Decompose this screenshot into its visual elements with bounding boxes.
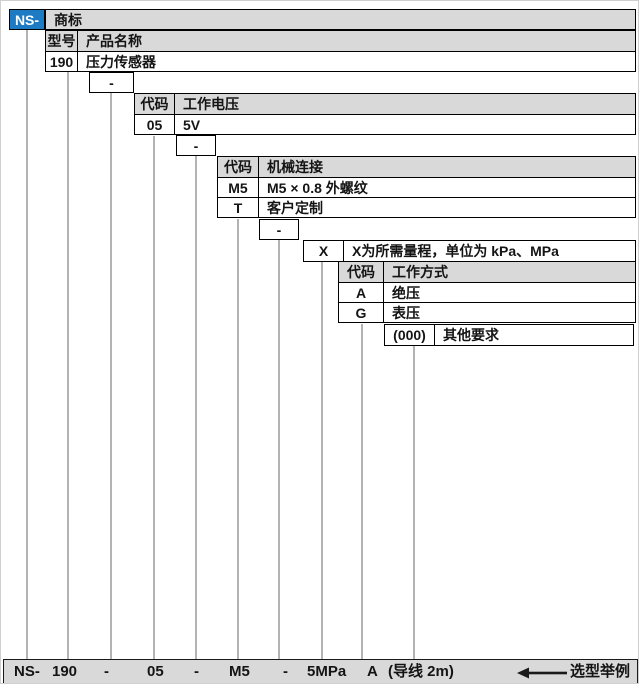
- connector-line-range: [321, 261, 323, 659]
- model-desc-header: 产品名称: [86, 33, 142, 49]
- mechanical-desc-header: 机械连接: [267, 159, 323, 175]
- model-code: 190: [46, 52, 78, 71]
- example-token: 5MPa: [307, 663, 347, 680]
- range-code: X: [304, 241, 344, 261]
- example-token: M5: [229, 663, 250, 680]
- voltage-table: 代码 工作电压 05 5V: [134, 93, 636, 135]
- connector-line-voltage: [153, 136, 155, 659]
- mechanical-header-row: 代码 机械连接: [218, 157, 635, 177]
- model-desc: 压力传感器: [86, 53, 156, 70]
- other-code: (000): [385, 325, 435, 345]
- mode-desc-header: 工作方式: [392, 264, 448, 280]
- mode-header-row: 代码 工作方式: [339, 262, 635, 282]
- other-desc: 其他要求: [443, 327, 499, 343]
- mechanical-row: M5 M5 × 0.8 外螺纹: [218, 177, 635, 197]
- mode-row: G 表压: [339, 302, 635, 322]
- connector-line-model: [67, 72, 69, 659]
- separator-label: -: [109, 74, 114, 91]
- voltage-row: 05 5V: [135, 114, 635, 134]
- mechanical-table: 代码 机械连接 M5 M5 × 0.8 外螺纹 T 客户定制: [217, 156, 636, 218]
- connector-line-separator-1: [110, 93, 112, 659]
- range-table: X X为所需量程，单位为 kPa、MPa: [303, 240, 636, 262]
- model-row: 190 压力传感器: [46, 51, 635, 71]
- brand-header-cell: 商标: [45, 9, 636, 30]
- separator-box-3: -: [259, 219, 299, 240]
- connector-line-separator-3: [278, 240, 280, 659]
- prefix-code-cell: NS-: [9, 9, 45, 30]
- mechanical-desc: M5 × 0.8 外螺纹: [267, 179, 368, 196]
- prefix-label: NS-: [14, 11, 40, 28]
- voltage-code: 05: [135, 115, 175, 134]
- mode-code: G: [339, 303, 384, 322]
- voltage-header-row: 代码 工作电压: [135, 94, 635, 114]
- mode-desc: 绝压: [392, 284, 420, 301]
- mechanical-code-header: 代码: [218, 157, 259, 177]
- example-token: -: [283, 663, 288, 680]
- other-row: (000) 其他要求: [385, 325, 633, 345]
- connector-line-mechanical: [237, 219, 239, 659]
- example-token: 05: [147, 663, 164, 680]
- connector-line-other: [413, 345, 415, 659]
- voltage-code-header: 代码: [135, 94, 175, 114]
- separator-label: -: [193, 137, 199, 154]
- range-desc: X为所需量程，单位为 kPa、MPa: [352, 243, 559, 259]
- model-header-row: 型号 产品名称: [46, 31, 635, 51]
- mode-table: 代码 工作方式 A 绝压 G 表压: [338, 261, 636, 323]
- example-token: A: [367, 663, 378, 680]
- example-token: -: [104, 663, 109, 680]
- connector-line-mode: [361, 324, 363, 659]
- mechanical-row: T 客户定制: [218, 197, 635, 217]
- brand-title: 商标: [54, 11, 82, 28]
- mechanical-code: T: [218, 198, 259, 217]
- voltage-desc-header: 工作电压: [183, 96, 239, 112]
- other-table: (000) 其他要求: [384, 324, 634, 346]
- mechanical-desc: 客户定制: [267, 199, 323, 216]
- model-code-header: 型号: [46, 31, 78, 51]
- example-bar: NS- 190 - 05 - M5 - 5MPa A (导线 2m) 选型举例: [3, 659, 638, 683]
- range-row: X X为所需量程，单位为 kPa、MPa: [304, 241, 635, 261]
- separator-label: -: [276, 221, 282, 238]
- connector-line-prefix: [26, 30, 28, 659]
- example-token: NS-: [14, 663, 40, 680]
- voltage-desc: 5V: [183, 116, 201, 133]
- example-token: (导线 2m): [388, 663, 454, 680]
- separator-box-1: -: [89, 72, 134, 93]
- mode-code-header: 代码: [339, 262, 384, 282]
- mechanical-code: M5: [218, 178, 259, 197]
- example-token: 190: [52, 663, 78, 680]
- model-table: 型号 产品名称 190 压力传感器: [45, 30, 636, 72]
- connector-line-separator-2: [195, 156, 197, 659]
- example-caption: 选型举例: [570, 663, 631, 680]
- mode-code: A: [339, 283, 384, 302]
- mode-desc: 表压: [392, 304, 420, 321]
- separator-box-2: -: [176, 135, 216, 156]
- mode-row: A 绝压: [339, 282, 635, 302]
- example-token: -: [194, 663, 199, 680]
- left-arrow-icon: [517, 666, 567, 683]
